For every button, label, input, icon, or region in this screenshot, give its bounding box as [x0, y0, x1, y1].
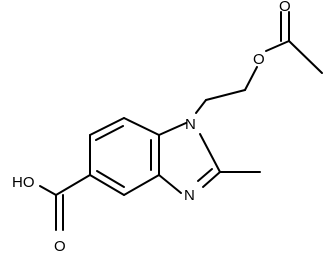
- imidazole-ring: [158, 122, 221, 194]
- atom-o-carbonyl-ester-label: O: [279, 0, 291, 15]
- bond-c5-c4-inner: [96, 170, 125, 188]
- bond-n1-c2: [199, 133, 221, 173]
- bond-c7-c6-inner: [95, 125, 124, 141]
- bond-c-methyl: [288, 40, 323, 74]
- bond-c2-n3-inner: [197, 168, 213, 182]
- bond-c7-c6: [89, 117, 125, 136]
- atom-n3-label: N: [184, 187, 195, 204]
- bond-n3-c3a: [158, 174, 182, 194]
- atom-n1-label: N: [185, 116, 196, 133]
- benzene-ring: [89, 117, 160, 196]
- atom-oh-acid-label: HO: [12, 174, 35, 191]
- bond-c7a-c7: [123, 117, 160, 136]
- atom-o-ester-label: O: [253, 51, 265, 68]
- bond-o-ester-c: [265, 40, 290, 52]
- atom-o-carbonyl-acid-label: O: [54, 238, 66, 255]
- bond-cooh-oh: [39, 185, 57, 196]
- bond-c4-c3a: [123, 174, 160, 196]
- bond-ch2-ch2: [205, 89, 246, 101]
- bond-c2-n3: [202, 171, 221, 188]
- bond-c7a-n1: [158, 122, 187, 136]
- bond-n1-ch2: [195, 99, 207, 114]
- bond-ch2-o-ester: [244, 66, 258, 91]
- bond-c5-cooh: [55, 174, 91, 196]
- bond-c5-c4: [89, 174, 125, 196]
